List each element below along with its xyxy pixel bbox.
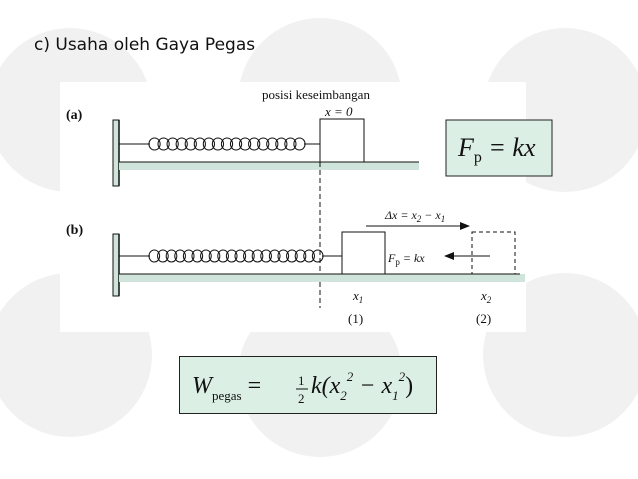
svg-text:Wpegas =: Wpegas = bbox=[192, 373, 261, 403]
label-b: (b) bbox=[66, 223, 83, 238]
spring-coil bbox=[229, 137, 243, 151]
equilibrium-label: posisi keseimbangan bbox=[262, 87, 370, 102]
force-b-label: Fp = kx bbox=[387, 251, 425, 267]
spring-coil bbox=[157, 249, 169, 263]
spring-coil bbox=[257, 137, 270, 151]
spring-coil bbox=[234, 249, 247, 263]
spring-coil bbox=[184, 137, 197, 151]
spring-coil bbox=[208, 249, 221, 263]
work-equation-box: Wpegas = 1 2 k(x22 − x12) bbox=[179, 356, 437, 414]
spring-coil bbox=[286, 249, 298, 263]
spring-coil bbox=[243, 249, 255, 263]
spring-coil bbox=[217, 249, 229, 263]
spring-coil bbox=[275, 137, 288, 151]
spring-coil bbox=[220, 137, 234, 151]
spring-coil bbox=[260, 249, 272, 263]
wall-b bbox=[112, 233, 120, 297]
fraction-denominator: 2 bbox=[298, 391, 305, 406]
slide-title: c) Usaha oleh Gaya Pegas bbox=[34, 35, 256, 55]
block-b-ghost bbox=[471, 231, 516, 275]
spring-coil bbox=[239, 137, 252, 151]
spring-coil bbox=[191, 249, 204, 263]
block-a bbox=[319, 118, 365, 163]
wall-a bbox=[112, 119, 120, 187]
work-symbol: W bbox=[192, 373, 214, 399]
spring-coil bbox=[165, 249, 178, 263]
spring-coil bbox=[248, 137, 261, 151]
spring-coil bbox=[202, 137, 215, 151]
svg-text:k(x22 − x12): k(x22 − x12) bbox=[311, 369, 413, 403]
spring-coil bbox=[268, 249, 281, 263]
spring-coil bbox=[211, 137, 225, 151]
floor-a bbox=[119, 162, 419, 170]
spring-coil bbox=[175, 137, 188, 151]
formula-a: Fp = kx bbox=[457, 133, 536, 166]
spring-coil bbox=[277, 249, 290, 263]
x2-label: x2 bbox=[480, 288, 492, 305]
spring-coil bbox=[200, 249, 212, 263]
floor-b bbox=[119, 274, 525, 282]
spring-coil bbox=[166, 137, 179, 151]
spring-coil bbox=[294, 249, 307, 263]
spring-coil bbox=[225, 249, 238, 263]
spring-coil bbox=[193, 137, 206, 151]
label-a: (a) bbox=[66, 108, 83, 123]
delta-x-label: Δx = x2 − x1 bbox=[384, 208, 445, 224]
spring-coil bbox=[148, 137, 161, 151]
x1-label: x1 bbox=[352, 288, 363, 305]
spring-a bbox=[148, 137, 306, 151]
position-2-label: (2) bbox=[476, 311, 491, 326]
formula-box-a bbox=[445, 119, 553, 177]
block-b bbox=[341, 231, 386, 275]
spring-coil bbox=[182, 249, 195, 263]
spring-coil bbox=[284, 137, 297, 151]
x-zero-label: x = 0 bbox=[324, 104, 353, 119]
spring-coil bbox=[266, 137, 279, 151]
spring-coil bbox=[148, 249, 161, 263]
work-equation: Wpegas = 1 2 k(x22 − x12) bbox=[192, 369, 413, 406]
spring-coil bbox=[174, 249, 186, 263]
spring-b bbox=[148, 249, 324, 263]
position-1-label: (1) bbox=[348, 311, 363, 326]
spring-coil bbox=[303, 249, 315, 263]
spring-coil bbox=[157, 137, 170, 151]
spring-coil bbox=[251, 249, 264, 263]
fraction-numerator: 1 bbox=[298, 373, 305, 388]
